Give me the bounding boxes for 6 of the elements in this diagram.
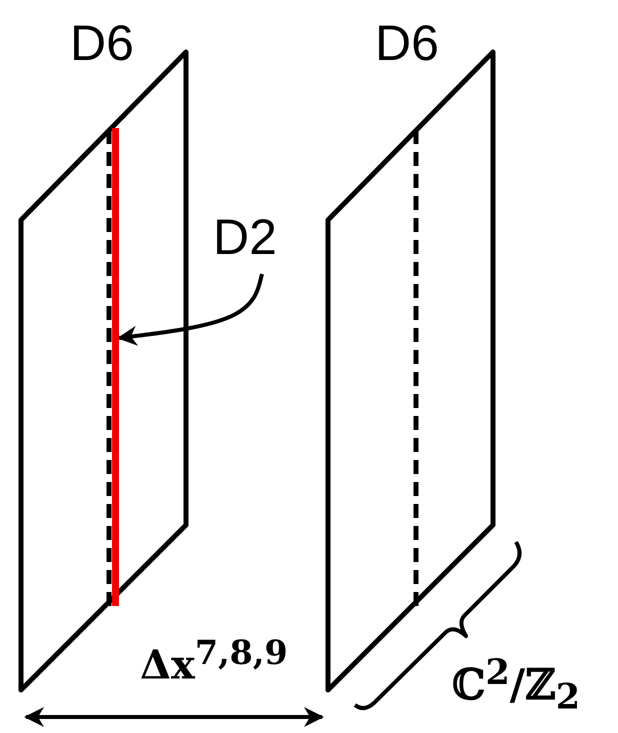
orbifold-label: ℂ$^{2}$/ℤ$_{2}$ bbox=[452, 655, 580, 714]
brane-label: D6 bbox=[70, 18, 134, 68]
brane-label: D2 bbox=[213, 212, 277, 262]
brane-label: D6 bbox=[375, 18, 439, 68]
arrow bbox=[117, 274, 264, 346]
separation-label: Δx$^{7,8,9}$ bbox=[140, 636, 288, 686]
